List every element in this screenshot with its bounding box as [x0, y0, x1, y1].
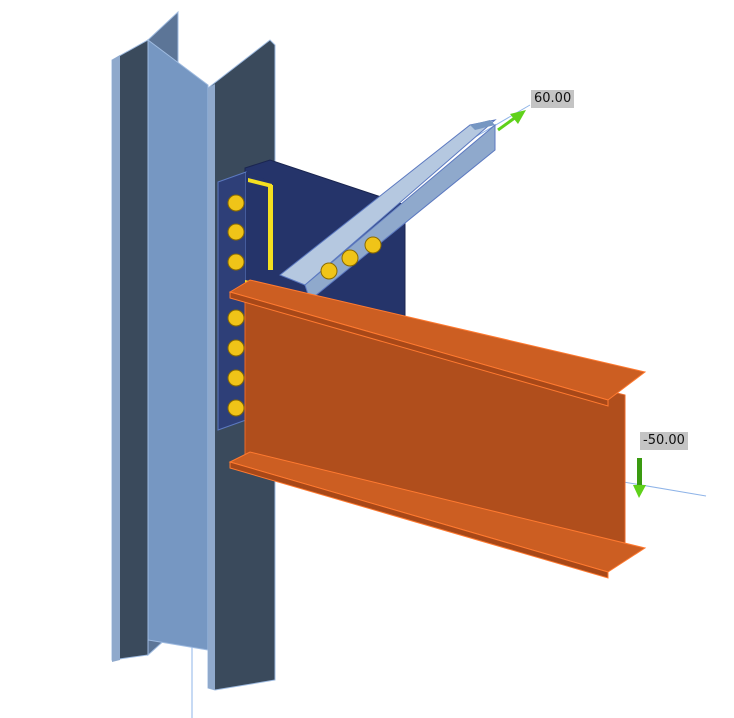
bolt — [364, 236, 382, 254]
brace-axis-line — [469, 104, 531, 141]
bolt — [227, 309, 245, 327]
end-plate-bolts — [227, 194, 245, 417]
bolt — [227, 194, 245, 212]
weld-top — [248, 178, 272, 188]
beam[interactable] — [228, 279, 647, 579]
shear-load-arrow-icon[interactable] — [633, 458, 646, 498]
bolt — [341, 249, 359, 267]
shear-load-label[interactable]: -50.00 — [640, 432, 688, 450]
bolt — [227, 253, 245, 271]
axial-load-label[interactable]: 60.00 — [531, 90, 575, 108]
brace-bolts — [320, 236, 382, 280]
bolt — [227, 399, 245, 417]
axial-load-arrow-icon[interactable] — [497, 110, 526, 132]
weld-vertical — [268, 185, 273, 270]
bolt — [227, 369, 245, 387]
bolt — [227, 339, 245, 357]
bolt — [320, 262, 338, 280]
bolt — [227, 223, 245, 241]
